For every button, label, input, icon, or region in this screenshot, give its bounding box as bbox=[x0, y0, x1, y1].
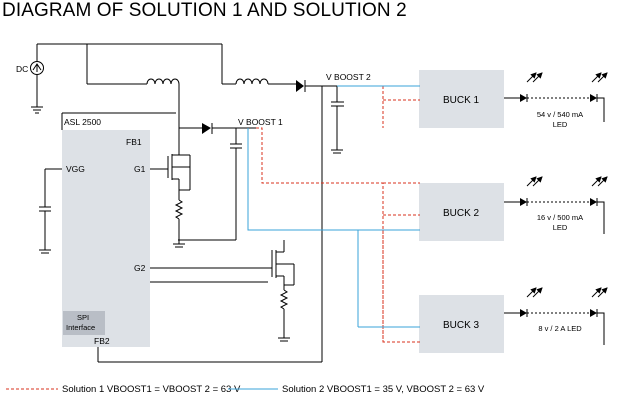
buck-2-label: BUCK 2 bbox=[443, 208, 480, 219]
page-title: DIAGRAM OF SOLUTION 1 AND SOLUTION 2 bbox=[2, 0, 407, 21]
legend-solution1-label: Solution 1 VBOOST1 = VBOOST 2 = 63 V bbox=[62, 384, 241, 395]
legend-solution2-label: Solution 2 VBOOST1 = 35 V, VBOOST 2 = 63… bbox=[282, 384, 485, 395]
diode-boost-1 bbox=[202, 123, 213, 134]
fb1-label: FB1 bbox=[126, 137, 142, 147]
led-string-1 bbox=[504, 72, 608, 122]
led-1-rating: 54 v / 540 mA bbox=[537, 110, 583, 119]
buck-3-label: BUCK 3 bbox=[443, 320, 480, 331]
spi-label-2: Interface bbox=[66, 323, 95, 332]
led-string-3 bbox=[504, 287, 608, 345]
led-3-rating: 8 v / 2 A LED bbox=[538, 324, 582, 333]
legend: Solution 1 VBOOST1 = VBOOST 2 = 63 V Sol… bbox=[6, 384, 485, 395]
dc-source bbox=[30, 44, 44, 114]
diode-boost-2 bbox=[296, 80, 306, 92]
vgg-label: VGG bbox=[66, 164, 85, 174]
asl2500-chip bbox=[62, 130, 150, 347]
spi-label-1: SPI bbox=[77, 313, 89, 322]
buck-1-label: BUCK 1 bbox=[443, 95, 480, 106]
g2-label: G2 bbox=[134, 263, 146, 273]
led-2-rating: 16 v / 500 mA bbox=[537, 213, 583, 222]
vboost2-label: V BOOST 2 bbox=[326, 72, 371, 82]
spi-interface-block bbox=[63, 311, 105, 335]
led-string-2 bbox=[504, 176, 608, 234]
buck-2-block bbox=[419, 183, 504, 241]
buck-3-block bbox=[419, 295, 504, 353]
vboost1-label: V BOOST 1 bbox=[238, 117, 283, 127]
resistor-g2 bbox=[279, 289, 289, 310]
buck-1-block bbox=[419, 70, 504, 128]
inductor-2 bbox=[235, 78, 269, 85]
g1-label: G1 bbox=[134, 164, 146, 174]
resistor-g1 bbox=[174, 199, 184, 220]
solution1-wiring bbox=[256, 86, 420, 343]
led-2-type: LED bbox=[553, 223, 568, 232]
dc-label: DC bbox=[16, 64, 28, 74]
inductor-1 bbox=[146, 78, 180, 85]
led-1-type: LED bbox=[553, 120, 568, 129]
solution2-wiring bbox=[247, 85, 420, 328]
fb2-label: FB2 bbox=[94, 336, 110, 346]
chip-label: ASL 2500 bbox=[64, 117, 101, 127]
